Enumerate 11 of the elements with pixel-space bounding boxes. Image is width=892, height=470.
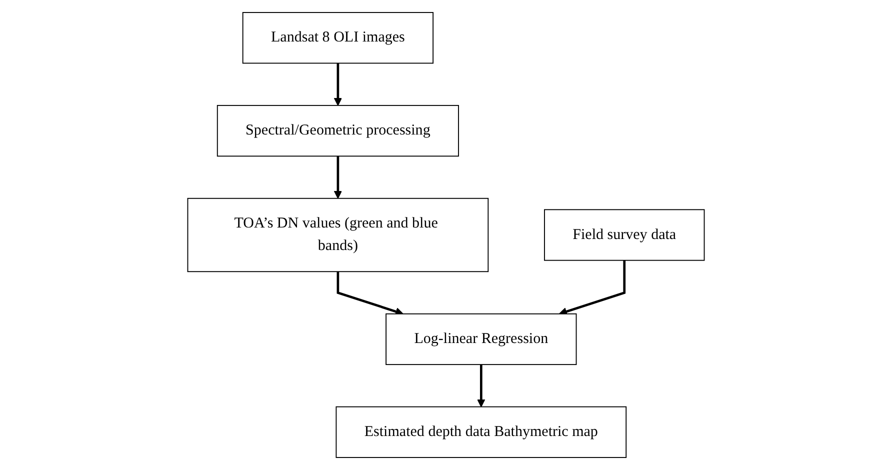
arrow (477, 364, 486, 408)
arrow (334, 156, 342, 199)
node-box: Log-linear Regression (386, 313, 577, 366)
node-box: Landsat 8 OLI images (242, 12, 434, 64)
node-box: TOA’s DN values (green and blue bands) (187, 198, 489, 272)
arrow (336, 272, 404, 316)
node-box: Spectral/Geometric processing (216, 104, 459, 157)
arrow (558, 260, 626, 316)
node-box: Field survey data (544, 209, 705, 261)
arrow (334, 63, 342, 106)
node-box: Estimated depth data Bathymetric map (336, 406, 627, 458)
